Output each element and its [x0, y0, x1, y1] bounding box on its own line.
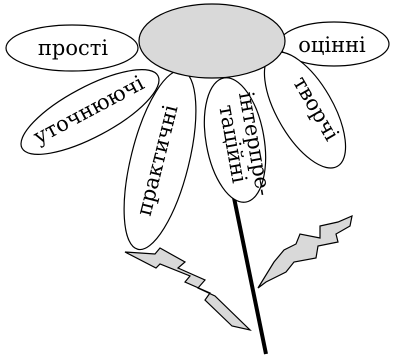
label-prosti: прості	[38, 36, 108, 60]
flower-center	[138, 3, 286, 79]
label-otsinni: оцінні	[298, 33, 366, 57]
leaf-right	[257, 214, 353, 289]
petal-utochniuiuchi	[20, 69, 160, 155]
petal-prosti	[5, 24, 139, 72]
flower-stem	[230, 187, 268, 355]
leaf-left	[124, 247, 252, 332]
